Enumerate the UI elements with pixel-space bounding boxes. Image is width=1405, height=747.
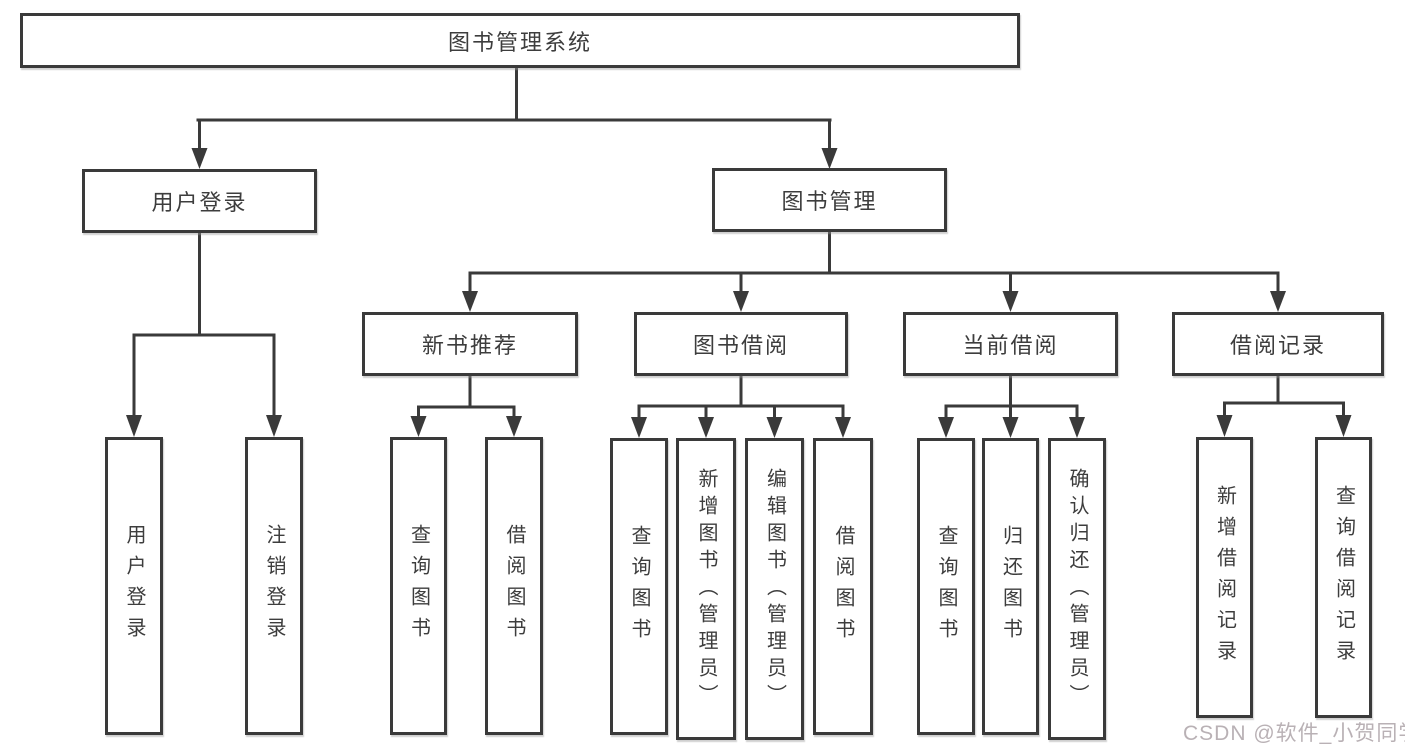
leaf-newbook-borrow-label: 借阅图书 — [503, 524, 525, 648]
arrow-leaf-userlogin2 — [266, 415, 282, 437]
leaf-currentborrow-query-label: 查询图书 — [935, 524, 957, 649]
leaf-bookborrow-edit-admin-label: 编辑图书（管理员） — [763, 467, 786, 711]
leaf-bookborrow-query-label: 查询图书 — [628, 524, 650, 649]
node-book-management-label: 图书管理 — [781, 189, 878, 214]
node-current-borrow: 当前借阅 — [903, 312, 1118, 376]
arrow-userlogin — [191, 148, 208, 169]
leaf-currentborrow-confirm-admin-label: 确认归还（管理员） — [1066, 467, 1088, 711]
arrow-leaf-bookborrow3 — [766, 417, 783, 438]
arrow-leaf-bookborrow4 — [835, 417, 851, 438]
leaf-user-login: 用户登录 — [105, 437, 163, 735]
leaf-bookborrow-query: 查询图书 — [610, 438, 668, 735]
arrowheads — [126, 148, 1352, 438]
node-book-borrow: 图书借阅 — [634, 312, 848, 376]
leaf-logout-label: 注销登录 — [263, 524, 285, 648]
leaf-record-query: 查询借阅记录 — [1315, 437, 1372, 718]
leaf-record-add: 新增借阅记录 — [1196, 437, 1253, 718]
leaf-bookborrow-add-admin: 新增图书（管理员） — [676, 438, 736, 740]
connector-bookborrow-to-leaves — [637, 376, 845, 422]
arrow-borrowrecord — [1270, 291, 1286, 312]
arrow-leaf-bookborrow1 — [631, 417, 647, 438]
arrow-leaf-currentborrow3 — [1069, 417, 1085, 438]
leaf-currentborrow-return: 归还图书 — [982, 438, 1039, 735]
arrow-currentborrow — [1002, 291, 1019, 312]
connector-currentborrow-to-leaves — [944, 376, 1079, 422]
connector-newbook-to-leaves — [417, 376, 516, 421]
connector-userlogin-to-leaves — [132, 233, 276, 420]
node-current-borrow-label: 当前借阅 — [962, 333, 1059, 358]
leaf-bookborrow-borrow-label: 借阅图书 — [832, 524, 854, 649]
node-root-system: 图书管理系统 — [20, 13, 1020, 68]
leaf-user-login-label: 用户登录 — [123, 524, 145, 648]
leaf-newbook-borrow: 借阅图书 — [485, 437, 543, 735]
leaf-currentborrow-return-label: 归还图书 — [999, 524, 1022, 649]
arrow-leaf-currentborrow2 — [1002, 417, 1019, 438]
leaf-record-add-label: 新增借阅记录 — [1213, 484, 1236, 671]
node-new-book-recommend: 新书推荐 — [362, 312, 578, 376]
arrow-leaf-record2 — [1335, 415, 1352, 437]
arrow-leaf-userlogin1 — [126, 415, 142, 437]
arrow-leaf-record1 — [1216, 415, 1233, 437]
leaf-newbook-query-label: 查询图书 — [407, 524, 430, 648]
node-new-book-label: 新书推荐 — [421, 333, 518, 358]
leaf-logout: 注销登录 — [245, 437, 303, 735]
arrow-leaf-bookborrow2 — [698, 417, 714, 438]
node-root-label: 图书管理系统 — [447, 29, 592, 55]
leaf-currentborrow-query: 查询图书 — [917, 438, 975, 735]
connector-root-to-level2 — [196, 68, 832, 152]
connector-borrowrecord-to-leaves — [1223, 376, 1345, 420]
csdn-watermark: CSDN @软件_小贺同学 — [1183, 722, 1405, 745]
node-book-management: 图书管理 — [712, 168, 947, 232]
arrow-leaf-currentborrow1 — [938, 417, 954, 438]
node-user-login-label: 用户登录 — [151, 190, 248, 215]
arrow-newbook — [462, 291, 478, 312]
leaf-record-query-label: 查询借阅记录 — [1332, 484, 1355, 671]
node-borrow-record: 借阅记录 — [1172, 312, 1384, 376]
leaf-bookborrow-edit-admin: 编辑图书（管理员） — [745, 438, 804, 740]
leaf-currentborrow-confirm-admin: 确认归还（管理员） — [1048, 438, 1106, 740]
arrow-leaf-newbook2 — [506, 416, 522, 437]
node-user-login: 用户登录 — [82, 169, 317, 233]
node-borrow-record-label: 借阅记录 — [1229, 333, 1326, 358]
arrow-bookborrow — [733, 291, 749, 312]
arrow-bookmgmt — [821, 148, 838, 169]
arrow-leaf-newbook1 — [410, 416, 427, 437]
leaf-bookborrow-borrow: 借阅图书 — [813, 438, 873, 735]
connector-bookmgmt-to-level3 — [468, 232, 1280, 296]
node-book-borrow-label: 图书借阅 — [692, 333, 789, 358]
leaf-bookborrow-add-admin-label: 新增图书（管理员） — [695, 467, 717, 711]
leaf-newbook-query: 查询图书 — [390, 437, 447, 735]
